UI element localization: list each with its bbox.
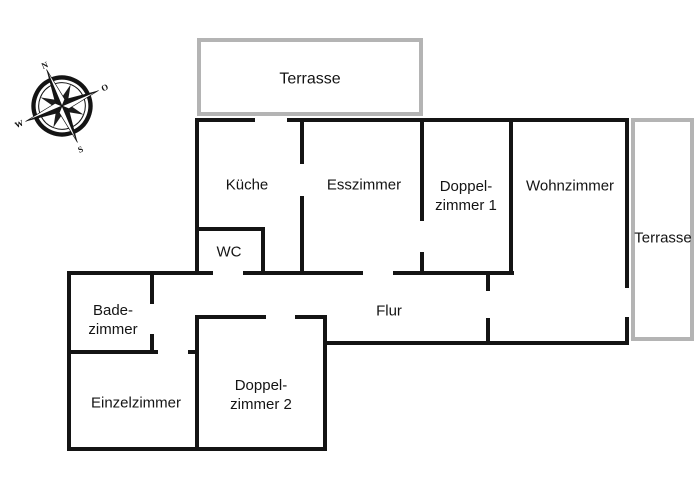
label-terrasse-top: Terrasse xyxy=(279,70,341,88)
label-doppelzimmer-2-line1: Doppel- xyxy=(234,377,288,394)
wall-right-exterior-wall-lower xyxy=(625,317,629,345)
label-einzelzimmer: Einzelzimmer xyxy=(90,394,182,412)
label-badezimmer-line2: zimmer xyxy=(88,321,138,338)
label-flur: Flur xyxy=(376,302,402,320)
label-badezimmer-line1: Bade- xyxy=(92,302,134,319)
wall-left-exterior-wall-upper xyxy=(195,118,199,275)
wall-einzelzimmer-top-stub xyxy=(188,350,199,354)
label-doppelzimmer-2-line2: zimmer 2 xyxy=(230,396,292,413)
wall-flur-bottom-wall xyxy=(323,341,629,345)
wall-wc-top-wall xyxy=(195,227,265,231)
label-esszimmer: Esszimmer xyxy=(326,176,402,194)
label-terrasse-right: Terrasse xyxy=(634,229,692,247)
label-badezimmer: Bade- zimmer xyxy=(88,301,137,339)
label-doppelzimmer-2: Doppel- zimmer 2 xyxy=(230,376,292,414)
wall-kueche-esszimmer-wall-lower xyxy=(300,196,304,275)
compass-letter-south: S xyxy=(76,144,85,155)
compass-letter-north: N xyxy=(40,59,50,71)
terrace-right-outline xyxy=(631,118,694,341)
label-doppelzimmer-1-line2: zimmer 1 xyxy=(435,197,497,214)
wall-doppelzimmer2-top-west xyxy=(195,315,266,319)
wall-left-exterior-wall-lower xyxy=(67,271,71,451)
wall-flur-wohnzimmer-stub-lower xyxy=(486,318,490,345)
wall-top-wall-east-segment xyxy=(287,118,629,122)
terrace-top-outline xyxy=(197,38,423,116)
wall-dz1-wohnzimmer-wall xyxy=(509,118,513,275)
wall-mid-wall-east xyxy=(393,271,514,275)
label-wc: WC xyxy=(216,243,242,261)
wall-einzelzimmer-dz2-wall xyxy=(195,315,199,451)
wall-esszimmer-dz1-wall-stub xyxy=(420,252,424,275)
wall-wc-right-wall xyxy=(261,227,265,275)
wall-dz2-right-wall xyxy=(323,315,327,451)
compass-letter-west: W xyxy=(13,117,25,130)
label-doppelzimmer-1: Doppel- zimmer 1 xyxy=(435,177,497,215)
wall-badezimmer-right-wall-upper xyxy=(150,271,154,304)
compass-rose-icon: N O S W xyxy=(13,59,110,155)
wall-doppelzimmer2-top-east xyxy=(295,315,327,319)
wall-badezimmer-right-wall-lower xyxy=(150,334,154,354)
label-doppelzimmer-1-line1: Doppel- xyxy=(439,178,493,195)
wall-kueche-esszimmer-wall-upper xyxy=(300,118,304,164)
wall-mid-wall-west xyxy=(67,271,213,275)
wall-right-exterior-wall-upper xyxy=(625,118,629,288)
label-kueche: Küche xyxy=(225,176,269,194)
wall-top-wall-west-segment xyxy=(195,118,255,122)
wall-esszimmer-dz1-wall-upper xyxy=(420,118,424,221)
label-wohnzimmer: Wohnzimmer xyxy=(525,177,615,195)
wall-badezimmer-bottom-wall xyxy=(67,350,158,354)
compass-letter-east: O xyxy=(100,81,110,93)
wall-flur-wohnzimmer-stub-upper xyxy=(486,273,490,291)
